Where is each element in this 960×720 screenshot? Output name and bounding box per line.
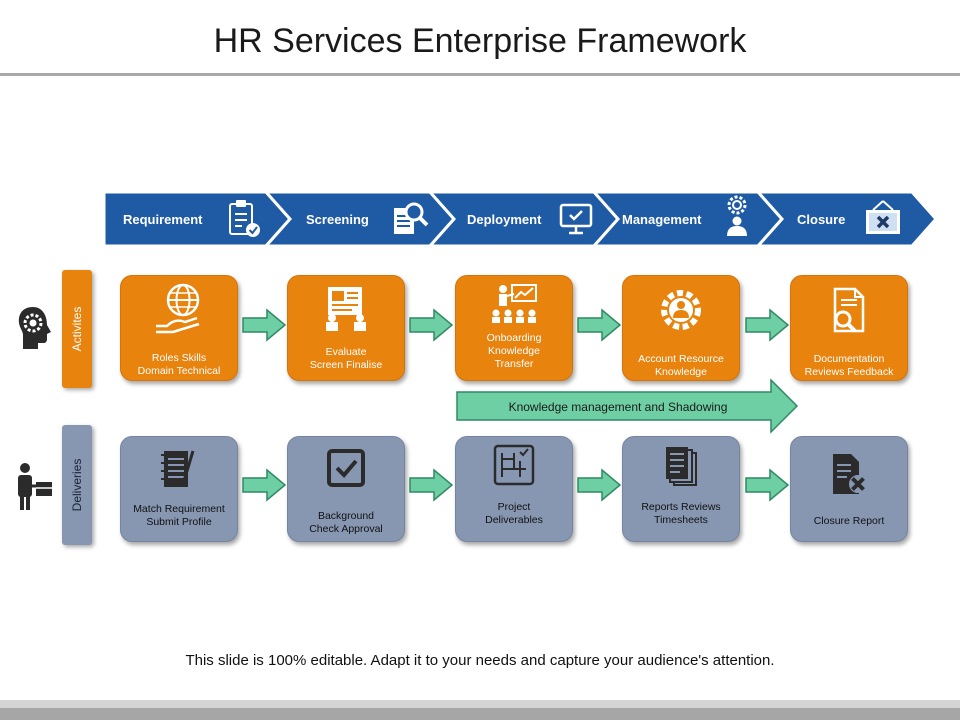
footer-note: This slide is 100% editable. Adapt it to… [185,652,775,669]
activity-flow-arrow-3 [577,308,622,342]
closed-sign-icon [866,200,900,234]
activity-flow-arrow-2 [409,308,454,342]
activities-side-tab: Activites [62,270,92,388]
knowledge-arrow-label: Knowledge management and Shadowing [508,400,728,414]
deliverable-label-4: Reports Reviews Timesheets [641,501,721,526]
checkbox-icon [327,449,365,487]
notepad-pen-icon [161,450,195,487]
gear-person-icon [661,290,701,330]
deliverable-flow-arrow-1 [242,468,287,502]
deliverable-box-4: Reports Reviews Timesheets [622,436,740,542]
deliverable-box-2: Background Check Approval [287,436,405,542]
deliverable-box-3: Project Deliverables [455,436,573,542]
clipboard-check-icon [229,200,260,237]
deliverables-side-label: Deliveries [70,458,84,512]
head-gear-icon [18,307,51,349]
person-package-icon [18,463,52,510]
activity-box-5: Documentation Reviews Feedback [790,275,908,381]
phase-label-screening: Screening [306,212,369,227]
activity-label-1: Roles Skills Domain Technical [137,352,221,377]
slide-title: HR Services Enterprise Framework [213,22,747,60]
deliverable-label-1: Match Requirement Submit Profile [133,503,225,528]
activity-box-1: Roles Skills Domain Technical [120,275,238,381]
deliverable-box-1: Match Requirement Submit Profile [120,436,238,542]
deliverable-flow-arrow-2 [409,468,454,502]
gear-person-icon [727,195,747,236]
deliverable-label-5: Closure Report [813,515,885,527]
activity-box-3: Onboarding Knowledge Transfer [455,275,573,381]
phase-label-management: Management [622,212,702,227]
training-session-icon [492,284,537,323]
document-magnifier-icon [833,287,865,333]
footer-bar [0,708,960,720]
activities-side-label: Activites [70,306,84,352]
deliverables-side-tab: Deliveries [62,425,92,545]
activity-box-2: Evaluate Screen Finalise [287,275,405,381]
phase-label-closure: Closure [797,212,846,227]
document-x-icon [833,454,867,494]
deliverable-flow-arrow-4 [745,468,790,502]
deliverable-label-3: Project Deliverables [485,501,543,526]
monitor-check-icon [559,203,593,235]
deliverable-box-5: Closure Report [790,436,908,542]
activity-label-3: Onboarding Knowledge Transfer [486,332,542,370]
presentation-board-icon [326,287,366,331]
activity-label-5: Documentation Reviews Feedback [804,353,894,378]
phase-chevron-5 [754,190,939,248]
deliverable-label-2: Background Check Approval [309,510,383,535]
activity-label-2: Evaluate Screen Finalise [309,346,383,371]
title-divider [0,73,960,76]
activity-flow-arrow-4 [745,308,790,342]
activity-box-4: Account Resource Knowledge [622,275,740,381]
document-search-icon [394,202,429,234]
blueprint-icon [493,444,535,486]
activity-flow-arrow-1 [242,308,287,342]
activity-label-4: Account Resource Knowledge [638,353,724,378]
phase-label-requirement: Requirement [123,212,203,227]
hand-globe-icon [156,283,200,334]
deliverable-flow-arrow-3 [577,468,622,502]
phase-label-deployment: Deployment [467,212,542,227]
footer-bar-light [0,700,960,708]
knowledge-arrow [456,378,799,434]
stacked-documents-icon [666,447,697,486]
